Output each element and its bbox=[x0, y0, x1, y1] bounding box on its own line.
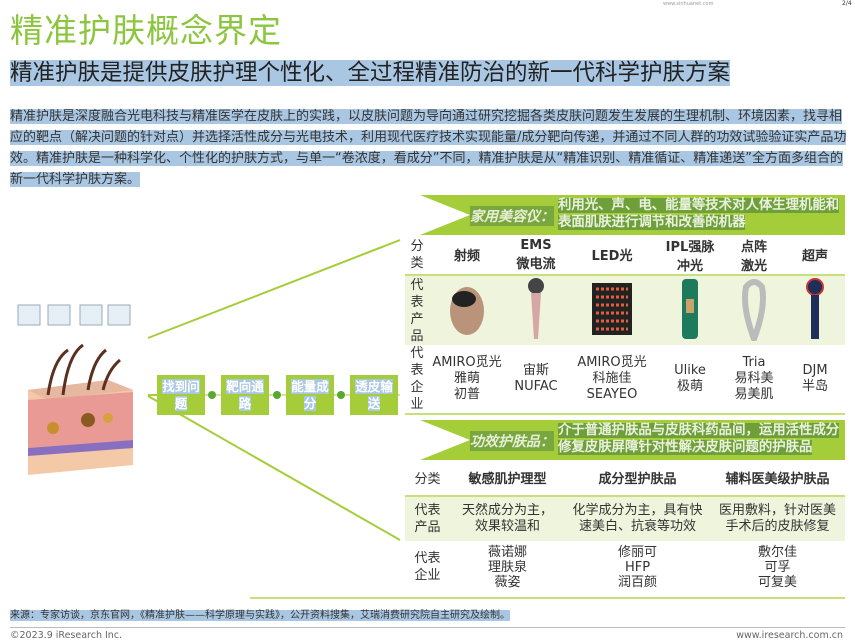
category: 点阵激光 bbox=[740, 239, 767, 274]
watermark: www.sinhuanet.com bbox=[663, 1, 714, 7]
category: 超声 bbox=[801, 249, 828, 264]
device-banner-label: 家用美容仪： bbox=[470, 206, 554, 226]
product-ultrasound-image bbox=[785, 275, 845, 345]
category: LED光 bbox=[591, 249, 633, 264]
page-mark: 2/4 bbox=[842, 0, 852, 7]
category: IPL强脉冲光 bbox=[665, 239, 715, 274]
product-desc: 医用敷料，针对医美手术后的皮肤修复 bbox=[718, 503, 836, 534]
flow-step-find-problem: 找到问题 bbox=[157, 375, 205, 415]
skincare-banner-label: 功效护肤品： bbox=[470, 431, 554, 451]
row-label: 代表产品 bbox=[414, 503, 441, 535]
divider bbox=[250, 597, 845, 599]
category: 敏感肌护理型 bbox=[468, 472, 547, 487]
copyright: ©2023.9 iResearch Inc. bbox=[10, 630, 123, 641]
device-banner: 家用美容仪： 利用光、声、电、能量等技术对人体生理机能和表面肌肤进行调节和改善的… bbox=[405, 195, 845, 235]
company: Tria 易科美 易美肌 bbox=[734, 355, 774, 402]
flow-step-transdermal: 透皮输送 bbox=[350, 375, 398, 415]
product-led-image bbox=[567, 275, 657, 345]
flow-step-energy-ingredient: 能量成分 bbox=[286, 375, 334, 415]
company: 敷尔佳 可孚 可复美 bbox=[757, 544, 797, 590]
row-label: 代表企业 bbox=[410, 346, 424, 412]
product-ipl-image bbox=[657, 275, 723, 345]
product-ems-image bbox=[505, 275, 567, 345]
category: 射频 bbox=[453, 249, 480, 264]
device-banner-desc: 利用光、声、电、能量等技术对人体生理机能和表面肌肤进行调节和改善的机器 bbox=[558, 198, 840, 230]
website-link[interactable]: www.iresearch.com.cn bbox=[736, 630, 843, 641]
skincare-banner-desc: 介于普通护肤品与皮肤科药品间，运用活性成分修复皮肤屏障针对性解决皮肤问题的护肤品 bbox=[558, 423, 840, 455]
footer-divider bbox=[10, 627, 845, 628]
page-title: 精准护肤概念界定 bbox=[10, 11, 282, 50]
category: 辅料医美级护肤品 bbox=[725, 472, 830, 487]
device-table: 分类 射频 EMS微电流 LED光 IPL强脉冲光 点阵激光 超声 代表产品 代… bbox=[405, 235, 845, 415]
flow-dot bbox=[273, 391, 281, 399]
product-desc: 化学成分为主，具有快速美白、抗衰等功效 bbox=[572, 503, 703, 534]
company: 修丽可 HFP 润百颜 bbox=[617, 544, 657, 590]
intro-paragraph: 精准护肤是深度融合光电科技与精准医学在皮肤上的实践，以皮肤问题为导向通过研究挖掘… bbox=[10, 109, 847, 187]
company: 宙斯 NUFAC bbox=[514, 363, 558, 394]
row-label: 分类 bbox=[414, 472, 441, 487]
flow-dot bbox=[208, 391, 216, 399]
company: 薇诺娜 理肤泉 薇姿 bbox=[487, 544, 527, 590]
flow-step-target-pathway: 靶向通路 bbox=[221, 375, 269, 415]
product-laser-image bbox=[723, 275, 785, 345]
flow-dot bbox=[337, 391, 345, 399]
row-label: 分类 bbox=[410, 238, 424, 271]
product-rf-image bbox=[429, 275, 505, 345]
skin-structure-illustration bbox=[17, 304, 133, 475]
company: DJM 半岛 bbox=[801, 363, 828, 394]
row-label: 代表企业 bbox=[414, 551, 441, 583]
company: AMIRO觅光 科施佳 SEAYEO bbox=[577, 355, 647, 402]
skincare-table: 分类 敏感肌护理型 成分型护肤品 辅料医美级护肤品 代表产品 天然成分为主，效果… bbox=[405, 460, 845, 593]
company: AMIRO觅光 雅萌 初普 bbox=[432, 355, 502, 402]
source-note: 来源：专家访谈，京东官网，《精准护肤——科学原理与实践》，公开资料搜集，艾瑞消费… bbox=[10, 610, 510, 621]
subtitle: 精准护肤是提供皮肤护理个性化、全过程精准防治的新一代科学护肤方案 bbox=[10, 60, 731, 86]
product-desc: 天然成分为主，效果较温和 bbox=[461, 503, 553, 534]
row-label: 代表产品 bbox=[410, 277, 424, 344]
category: 成分型护肤品 bbox=[598, 472, 677, 487]
skincare-banner: 功效护肤品： 介于普通护肤品与皮肤科药品间，运用活性成分修复皮肤屏障针对性解决皮… bbox=[405, 420, 845, 460]
company: Ulike 极萌 bbox=[674, 363, 706, 394]
category: EMS微电流 bbox=[516, 237, 556, 272]
